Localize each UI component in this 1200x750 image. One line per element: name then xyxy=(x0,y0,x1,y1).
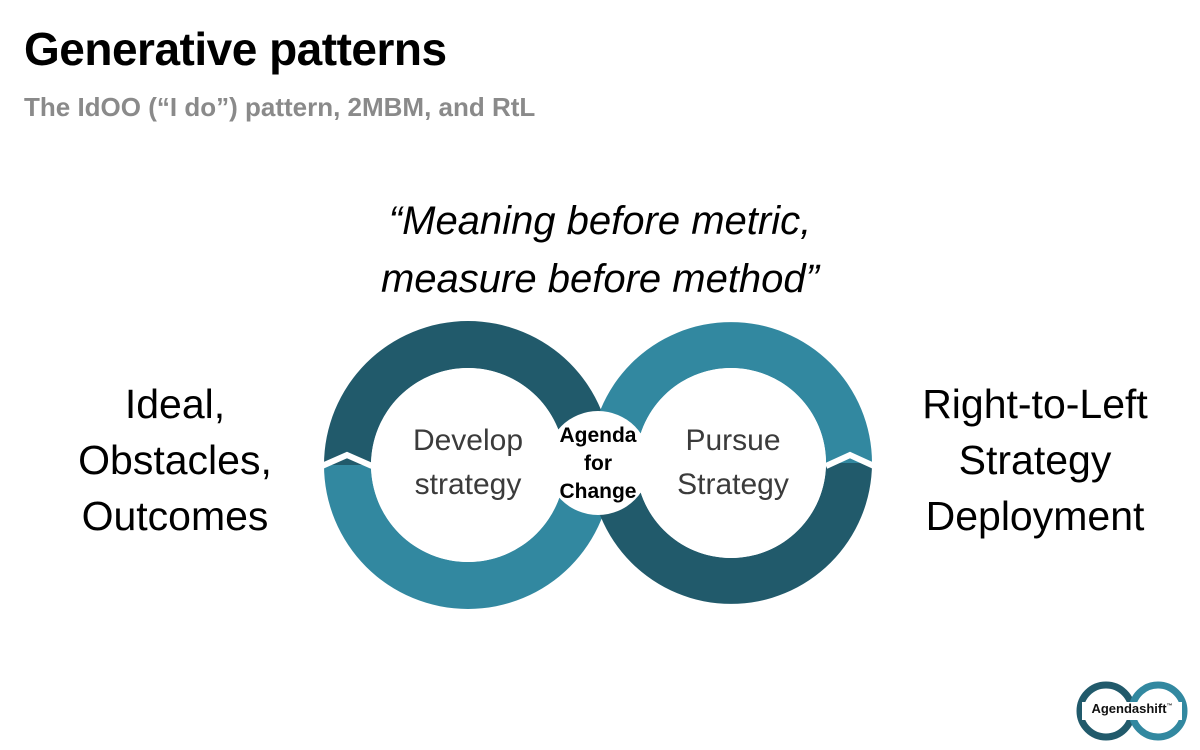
left-notch xyxy=(320,451,374,469)
left-label: Ideal, Obstacles, Outcomes xyxy=(40,376,310,544)
develop-label-line-2: strategy xyxy=(414,468,522,501)
left-ring-bottom-arc xyxy=(324,465,612,609)
left-ring-top-arc xyxy=(324,321,612,465)
quote-line-2: measure before method” xyxy=(380,257,819,301)
right-ring-inner xyxy=(636,368,826,558)
right-label-line-3: Deployment xyxy=(925,493,1145,539)
quote: “Meaning before metric, measure before m… xyxy=(300,192,900,308)
develop-strategy-label: Develop strategy xyxy=(388,419,548,507)
left-label-line-2: Obstacles, xyxy=(78,437,272,483)
agendashift-logo-text: Agendashift™ xyxy=(1076,701,1188,716)
quote-line-1: “Meaning before metric, xyxy=(388,199,812,243)
right-ring-bottom-arc xyxy=(590,463,872,604)
right-label-line-1: Right-to-Left xyxy=(922,381,1148,427)
right-ring-top-arc xyxy=(590,322,872,463)
logo-name: Agendashift xyxy=(1091,701,1167,716)
pursue-strategy-label: Pursue Strategy xyxy=(648,419,818,507)
center-label-line-3: Change xyxy=(559,480,637,503)
center-label-line-1: Agenda xyxy=(559,424,637,447)
agendashift-logo-icon xyxy=(1076,681,1188,741)
center-disc xyxy=(546,411,650,515)
pursue-label-line-1: Pursue xyxy=(685,424,781,457)
page-title: Generative patterns xyxy=(24,23,447,75)
agenda-for-change-label: Agenda for Change xyxy=(548,422,648,506)
pursue-label-line-2: Strategy xyxy=(677,468,789,501)
right-label-line-2: Strategy xyxy=(958,437,1112,483)
develop-label-line-1: Develop xyxy=(412,424,524,457)
left-label-line-1: Ideal, xyxy=(124,381,226,427)
right-notch xyxy=(824,451,876,469)
left-ring-inner xyxy=(371,368,565,562)
center-label-line-2: for xyxy=(584,452,612,475)
left-label-line-3: Outcomes xyxy=(81,493,269,539)
right-label: Right-to-Left Strategy Deployment xyxy=(890,376,1180,544)
logo-trademark: ™ xyxy=(1166,703,1173,710)
page-subtitle: The IdOO (“I do”) pattern, 2MBM, and RtL xyxy=(24,92,536,122)
